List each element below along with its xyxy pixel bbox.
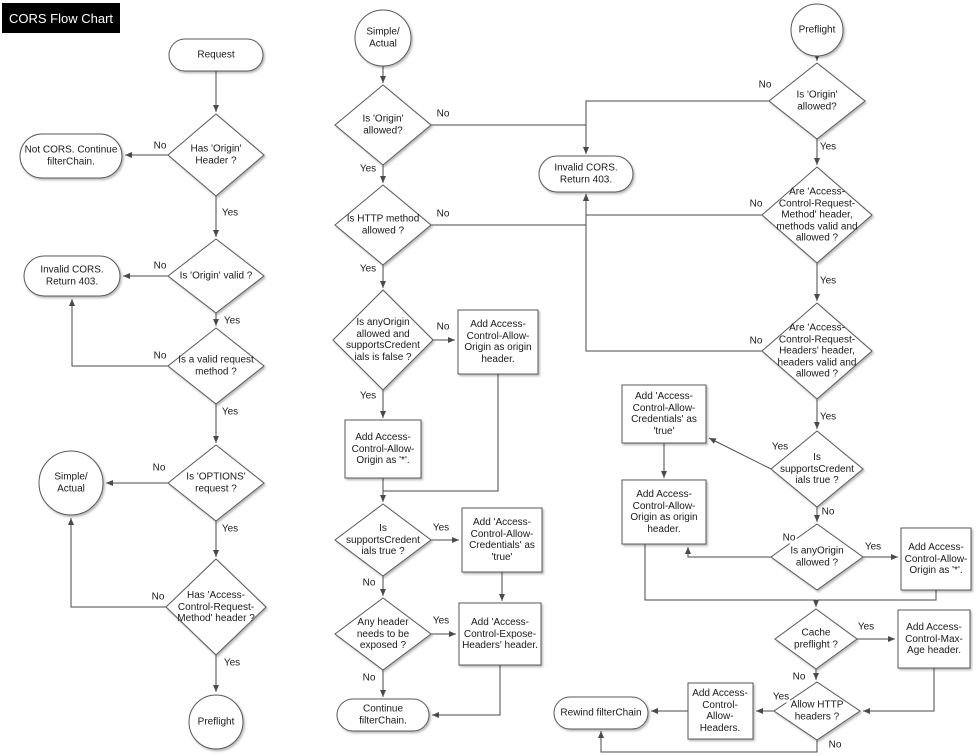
simple-actual-left-circle-shape <box>38 450 104 516</box>
rewind-filterchain-terminator-shape <box>553 696 649 730</box>
connector <box>817 590 937 601</box>
mid-supports-credentials-diamond-shape <box>334 503 432 577</box>
chart-title: CORS Flow Chart <box>2 3 120 33</box>
add-max-age-rect-shape <box>897 609 971 669</box>
mid-origin-allowed-diamond-shape <box>334 84 432 166</box>
mid-add-origin-star-rect-shape <box>344 419 422 479</box>
continue-filterchain-terminator-shape <box>336 698 430 732</box>
invalid-cors-mid-terminator-shape <box>538 155 634 193</box>
connector-lines <box>68 54 937 753</box>
mid-add-expose-headers-rect-shape <box>458 602 542 666</box>
connector <box>69 299 168 367</box>
mid-anyorigin-credentials-diamond-shape <box>332 289 434 391</box>
add-allow-headers-rect-shape <box>687 682 754 740</box>
connector <box>583 194 762 352</box>
mid-add-credentials-true-rect-shape <box>461 507 543 573</box>
connector <box>583 194 762 216</box>
simple-actual-mid-circle-shape <box>354 9 412 67</box>
connector <box>68 518 166 608</box>
right-origin-allowed-diamond-shape <box>768 62 866 140</box>
right-acrm-valid-diamond-shape <box>761 166 873 264</box>
right-add-origin-star-rect-shape <box>900 527 972 591</box>
preflight-left-circle-shape <box>188 694 244 750</box>
request-terminator-shape <box>168 38 264 72</box>
connector <box>431 124 589 154</box>
invalid-cors-left-terminator-shape <box>23 255 121 297</box>
has-origin-header-diamond-shape <box>167 113 265 197</box>
preflight-right-circle-shape <box>790 3 844 57</box>
right-supports-credentials-diamond-shape <box>770 430 864 508</box>
mid-any-header-exposed-diamond-shape <box>334 597 432 671</box>
connector <box>432 665 501 718</box>
right-add-credentials-true-rect-shape <box>621 384 707 444</box>
connector <box>685 547 771 558</box>
mid-add-origin-header-rect-shape <box>457 309 539 375</box>
connector <box>708 437 772 470</box>
cache-preflight-diamond-shape <box>774 608 858 670</box>
mid-http-method-diamond-shape <box>334 184 432 266</box>
allow-http-headers-diamond-shape <box>773 681 861 741</box>
is-origin-valid-diamond-shape <box>167 238 265 314</box>
right-add-origin-header-rect-shape <box>621 479 707 545</box>
connector <box>863 668 935 714</box>
not-cors-terminator-shape <box>19 133 123 179</box>
node-shapes <box>19 3 972 750</box>
has-acrm-header-diamond-shape <box>165 558 267 656</box>
valid-request-method-diamond-shape <box>167 327 265 405</box>
right-acrh-valid-diamond-shape <box>761 302 873 400</box>
connector <box>383 374 499 492</box>
connector <box>431 194 589 226</box>
connector <box>583 100 769 154</box>
is-options-request-diamond-shape <box>167 444 265 522</box>
connector <box>598 731 818 753</box>
right-anyorigin-diamond-shape <box>770 523 864 591</box>
connector <box>644 544 819 607</box>
